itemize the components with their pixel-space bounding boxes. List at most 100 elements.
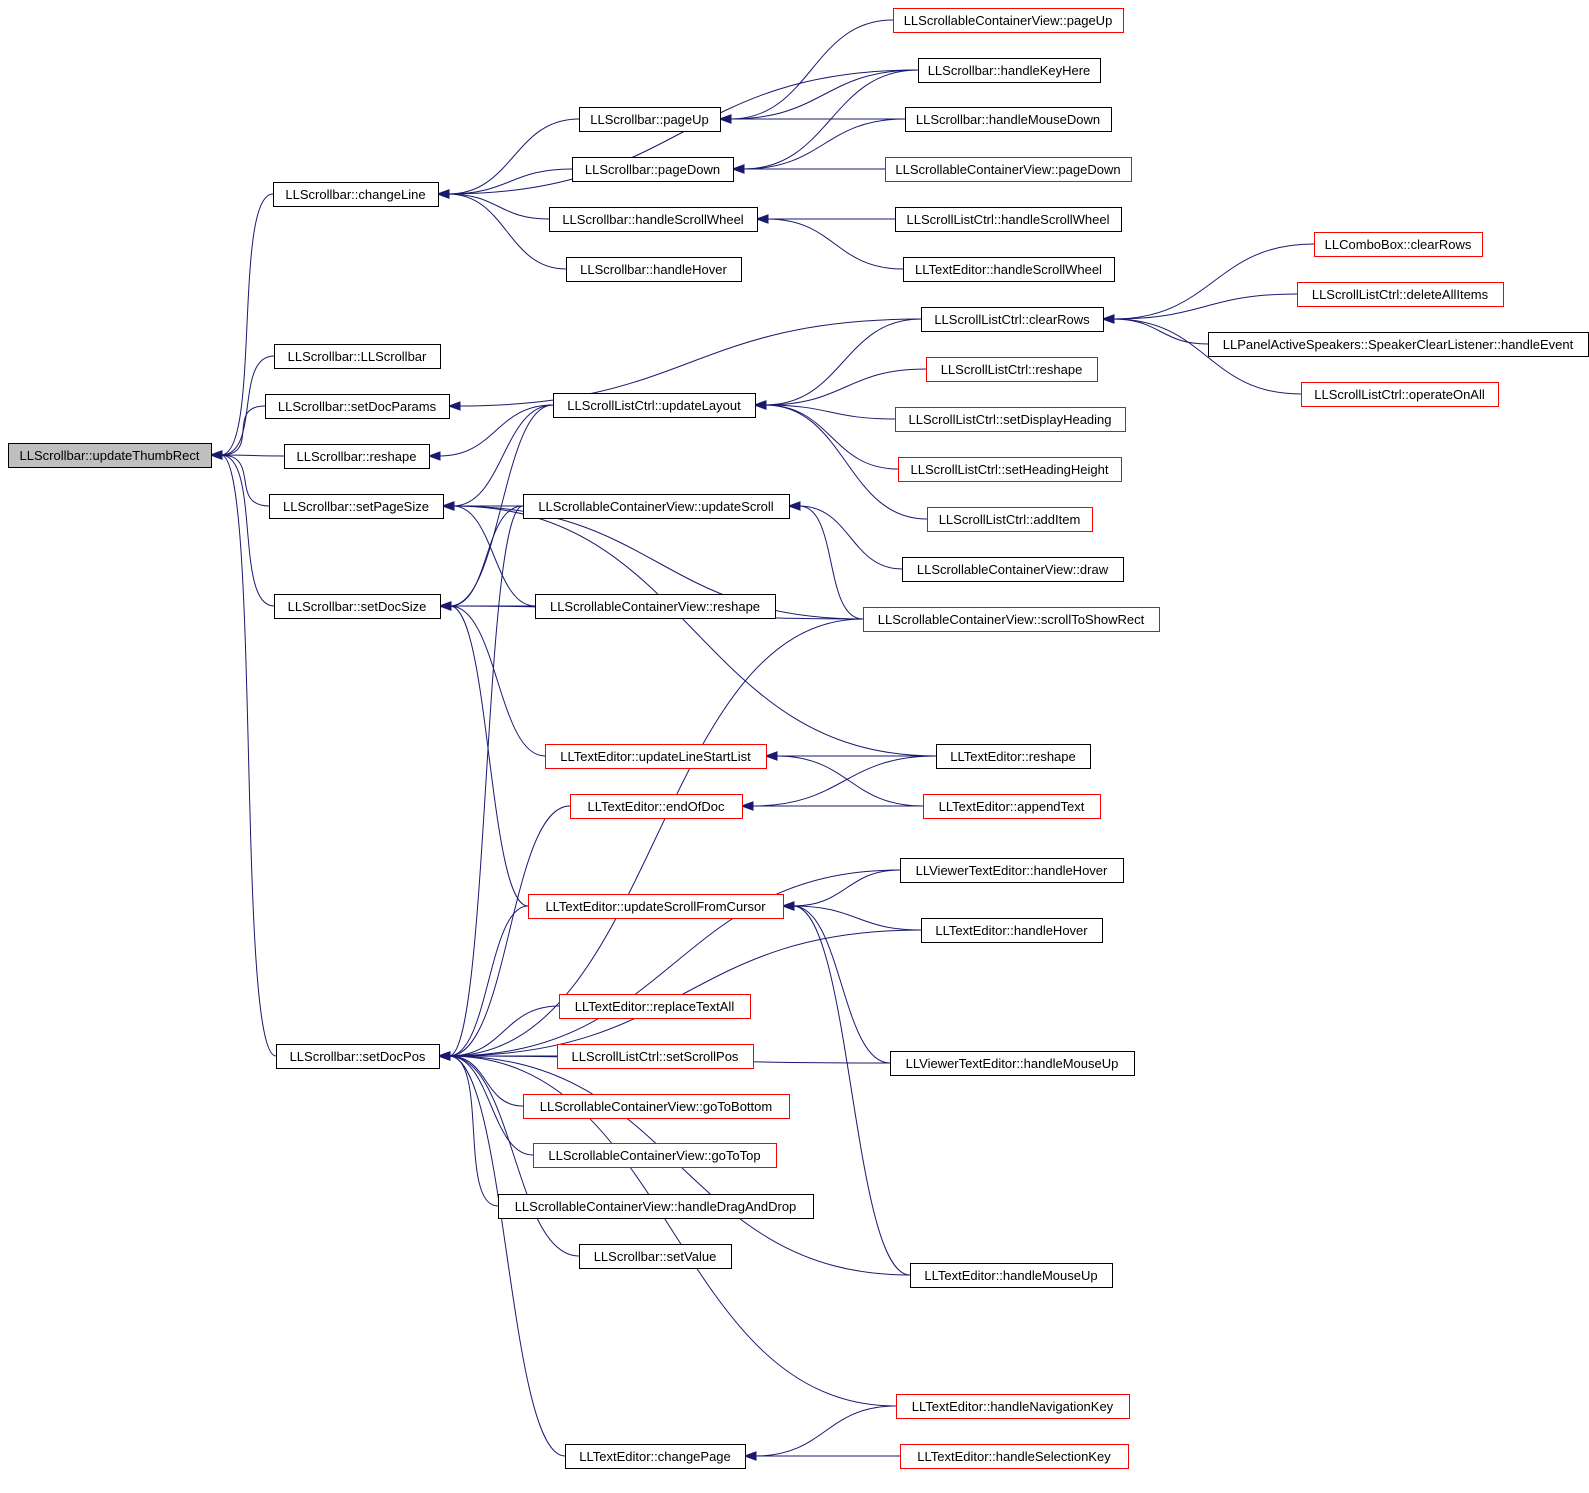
edge-line [449,605,529,907]
node-box [918,58,1101,83]
edge-line [764,404,928,520]
node-label: LLScrollbar::reshape [297,449,417,464]
edge-line [764,404,899,470]
graph-node[interactable]: LLTextEditor::handleNavigationKey [896,1394,1130,1419]
graph-node[interactable]: LLScrollbar::setDocParams [265,394,450,419]
node-box [274,344,441,369]
call-edge [740,755,937,811]
graph-node[interactable]: LLScrollListCtrl::setHeadingHeight [898,457,1122,482]
call-edge [209,450,277,1057]
call-edge [781,901,891,1064]
graph-node[interactable]: LLScrollbar::pageUp [579,107,721,132]
node-box [566,257,742,282]
graph-node[interactable]: LLTextEditor::reshape [936,744,1091,769]
graph-node[interactable]: LLScrollListCtrl::updateLayout [553,393,756,418]
edge-line [798,505,864,620]
node-label: LLScrollbar::setDocSize [288,599,427,614]
node-box [273,182,439,207]
edge-line [447,118,580,195]
graph-node[interactable]: LLScrollListCtrl::setDisplayHeading [895,407,1126,432]
node-label: LLScrollbar::setDocParams [278,399,437,414]
graph-node[interactable]: LLScrollableContainerView::pageUp [893,8,1124,33]
graph-node[interactable]: LLScrollbar::pageDown [572,157,734,182]
node-label: LLScrollListCtrl::operateOnAll [1314,387,1485,402]
graph-node[interactable]: LLScrollbar::handleMouseDown [905,107,1112,132]
graph-node[interactable]: LLScrollbar::reshape [284,444,430,469]
graph-node[interactable]: LLScrollableContainerView::reshape [535,594,776,619]
graph-node[interactable]: LLScrollListCtrl::addItem [927,507,1093,532]
call-edge [740,801,923,811]
node-box [533,1143,777,1168]
edge-line [742,118,906,170]
graph-node[interactable]: LLTextEditor::updateScrollFromCursor [528,894,784,919]
arrowhead-icon [753,400,767,410]
node-box [903,257,1115,282]
graph-node[interactable]: LLScrollbar::changeLine [273,182,439,207]
arrowhead-icon [438,601,452,611]
graph-node[interactable]: LLTextEditor::handleMouseUp [910,1263,1113,1288]
call-edge [1101,243,1315,324]
edge-line [220,355,275,456]
node-label: LLScrollbar::LLScrollbar [288,349,427,364]
graph-node[interactable]: LLTextEditor::handleSelectionKey [900,1444,1129,1469]
graph-node[interactable]: LLScrollListCtrl::setScrollPos [557,1044,754,1069]
node-box [535,594,776,619]
graph-node[interactable]: LLScrollableContainerView::handleDragAnd… [498,1194,814,1219]
graph-node[interactable]: LLScrollListCtrl::reshape [926,357,1098,382]
node-label: LLScrollableContainerView::updateScroll [538,499,773,514]
graph-node[interactable]: LLScrollbar::setPageSize [269,494,444,519]
graph-node[interactable]: LLPanelActiveSpeakers::SpeakerClearListe… [1208,332,1589,357]
graph-node[interactable]: LLScrollbar::handleHover [566,257,742,282]
call-edge [718,69,919,124]
graph-node[interactable]: LLTextEditor::appendText [923,794,1101,819]
graph-node[interactable]: LLScrollbar::setDocPos [276,1044,440,1069]
graph-node[interactable]: LLScrollListCtrl::clearRows [921,307,1104,332]
graph-node[interactable]: LLScrollbar::setDocSize [274,594,441,619]
node-label: LLScrollbar::setPageSize [283,499,429,514]
graph-node[interactable]: LLTextEditor::handleScrollWheel [903,257,1115,282]
graph-node[interactable]: LLTextEditor::updateLineStartList [545,744,767,769]
arrowhead-icon [441,501,455,511]
node-label: LLScrollableContainerView::scrollToShowR… [878,612,1145,627]
graph-node[interactable]: LLScrollableContainerView::draw [902,557,1124,582]
arrowhead-icon [718,114,732,124]
node-box [895,407,1126,432]
call-edge [718,114,905,124]
graph-node[interactable]: LLScrollbar::LLScrollbar [274,344,441,369]
graph-node[interactable]: LLScrollListCtrl::deleteAllItems [1297,282,1504,307]
node-box [559,994,751,1019]
graph-node[interactable]: LLScrollbar::handleKeyHere [918,58,1101,83]
edge-line [220,454,285,457]
edge-line [458,318,922,407]
node-box [885,157,1132,182]
graph-node[interactable]: LLTextEditor::handleHover [921,918,1103,943]
graph-node[interactable]: LLScrollableContainerView::updateScroll [523,494,790,519]
graph-node[interactable]: LLViewerTextEditor::handleMouseUp [890,1051,1135,1076]
node-box [549,207,758,232]
call-edge [787,501,864,620]
node-box [863,607,1160,632]
graph-node[interactable]: LLScrollbar::handleScrollWheel [549,207,758,232]
edge-line [220,454,275,607]
node-box [1314,232,1483,257]
edge-line [448,1055,580,1257]
graph-node[interactable]: LLScrollableContainerView::goToTop [533,1143,777,1168]
graph-node[interactable]: LLViewerTextEditor::handleHover [900,858,1124,883]
graph-node[interactable]: LLScrollListCtrl::operateOnAll [1301,382,1499,407]
graph-node[interactable]: LLScrollListCtrl::handleScrollWheel [895,207,1122,232]
graph-node[interactable]: LLTextEditor::changePage [565,1444,746,1469]
graph-node[interactable]: LLScrollableContainerView::goToBottom [523,1094,790,1119]
graph-node[interactable]: LLTextEditor::endOfDoc [570,794,743,819]
graph-node[interactable]: LLScrollableContainerView::pageDown [885,157,1132,182]
graph-node[interactable]: LLComboBox::clearRows [1314,232,1483,257]
graph-node[interactable]: LLScrollbar::setValue [579,1244,732,1269]
edge-line [792,905,911,1276]
call-edge [437,1051,566,1457]
graph-node[interactable]: LLTextEditor::replaceTextAll [559,994,751,1019]
graph-node[interactable]: LLScrollbar::updateThumbRect [8,443,212,468]
node-box [572,157,734,182]
node-label: LLScrollableContainerView::draw [917,562,1109,577]
edge-line [448,505,524,1057]
node-box [890,1051,1135,1076]
graph-node[interactable]: LLScrollableContainerView::scrollToShowR… [863,607,1160,632]
